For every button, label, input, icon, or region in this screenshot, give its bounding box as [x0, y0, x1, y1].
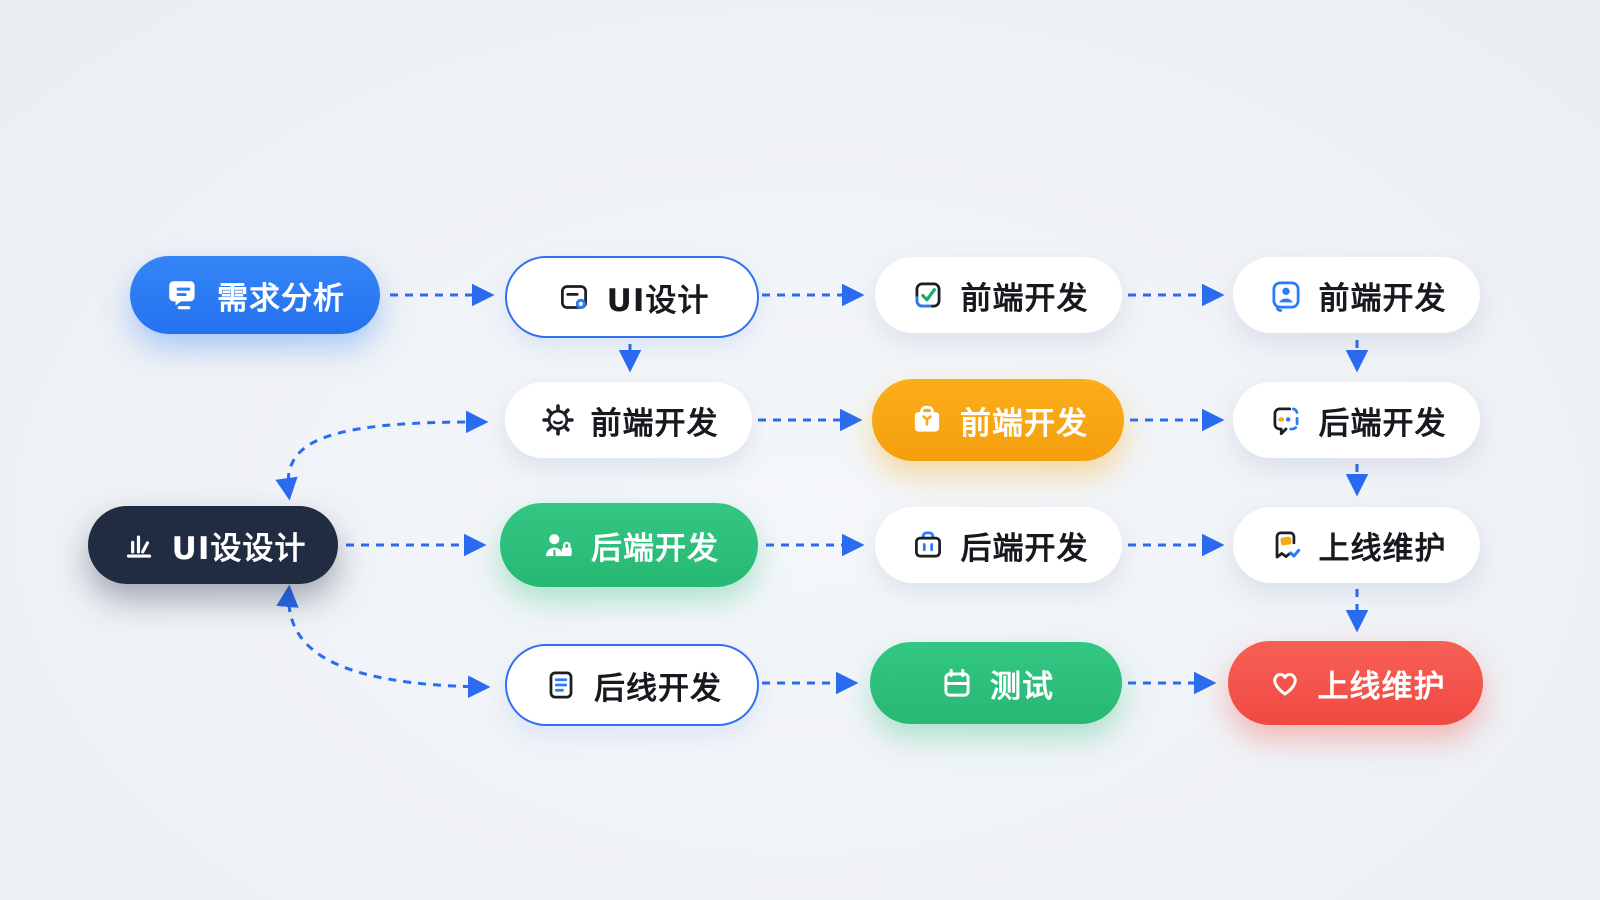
user-lock-icon [539, 526, 577, 564]
node-backend-dev-1: 后端开发 [1233, 382, 1480, 458]
chat-dots-icon [1267, 401, 1305, 439]
node-label: 前端开发 [960, 405, 1088, 442]
node-testing: 测试 [870, 642, 1122, 724]
briefcase-icon [909, 526, 947, 564]
node-label: UI设计 [606, 282, 710, 319]
node-label: 后端开发 [591, 530, 719, 567]
bar-chart-icon [120, 526, 158, 564]
node-label: 需求分析 [217, 280, 345, 317]
toolbox-icon [908, 401, 946, 439]
node-backend-dev-2: 后端开发 [500, 503, 758, 587]
arrow-uidark-curve-fe3 [275, 410, 489, 501]
node-requirement-analysis: 需求分析 [130, 256, 380, 334]
checkbox-icon [909, 276, 947, 314]
heart-icon [1266, 664, 1304, 702]
node-ui-design: UI设计 [505, 256, 759, 338]
calendar-icon [938, 664, 976, 702]
node-label: 前端开发 [960, 280, 1089, 317]
node-label: 上线维护 [1317, 668, 1446, 705]
node-frontend-dev-2: 前端开发 [1233, 257, 1480, 333]
node-backend-dev-3: 后端开发 [875, 507, 1122, 583]
node-label: 前端开发 [590, 405, 719, 442]
node-ui-design-dark: UI设设计 [88, 506, 338, 584]
doc-chat-icon [165, 276, 203, 314]
node-label: 上线维护 [1318, 530, 1447, 567]
node-label: 后端开发 [1318, 405, 1447, 442]
node-frontend-dev-1: 前端开发 [875, 257, 1122, 333]
doc-lines-icon [542, 666, 580, 704]
node-label: 前端开发 [1318, 280, 1447, 317]
arrow-uidark-curve-be4 [276, 584, 491, 699]
user-card-icon [1267, 276, 1305, 314]
node-label: 后线开发 [594, 670, 722, 707]
node-label: 后端开发 [960, 530, 1089, 567]
node-maintenance-2: 上线维护 [1228, 641, 1483, 725]
node-label: 测试 [990, 668, 1054, 705]
node-maintenance-1: 上线维护 [1233, 507, 1480, 583]
gear-icon [539, 401, 577, 439]
node-frontend-dev-3: 前端开发 [505, 382, 752, 458]
artboard-icon [555, 278, 593, 316]
bookmark-check-icon [1267, 526, 1305, 564]
node-backend-dev-4: 后线开发 [505, 644, 759, 726]
node-frontend-dev-4: 前端开发 [872, 379, 1124, 461]
node-label: UI设设计 [171, 530, 307, 567]
